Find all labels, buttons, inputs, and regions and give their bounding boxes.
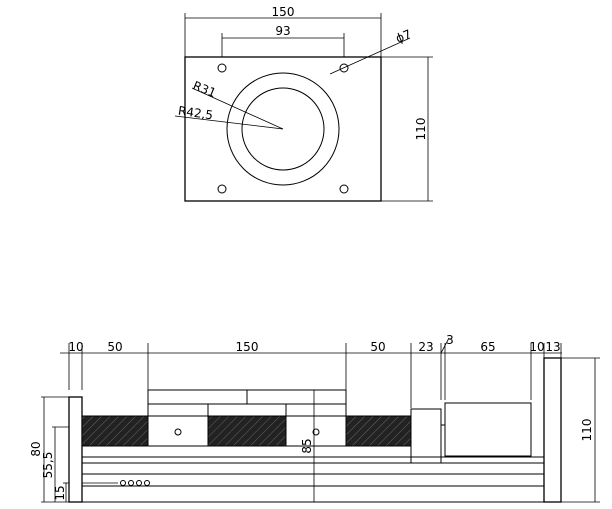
dim-top-50-left: 50 <box>107 340 122 354</box>
dim-left-80: 80 <box>29 441 43 456</box>
inner-radius-leader <box>191 87 284 130</box>
screw-segment-left <box>81 415 149 447</box>
motor-body <box>444 402 532 457</box>
dim-center-85: 85 <box>300 438 314 453</box>
inner-circle <box>241 87 325 171</box>
screw-segment-right <box>345 415 412 447</box>
dim-left-55-5: 55,5 <box>41 452 55 479</box>
right-end-plate <box>543 357 562 503</box>
top-view: 150 93 ϕ7 R31 R42,5 110 <box>174 5 433 202</box>
dim-left-15: 15 <box>53 485 67 500</box>
dim-hole-spacing-label: 93 <box>275 24 290 38</box>
mount-hole-top-right <box>339 63 349 73</box>
outer-circle <box>226 72 340 186</box>
dim-top-3: 3 <box>446 333 454 347</box>
hole-diameter-leader <box>329 37 411 75</box>
mount-hole-bottom-right <box>339 184 349 194</box>
side-view: 10 50 150 50 23 3 65 10 13 <box>29 333 600 503</box>
carriage-block-left <box>147 403 209 447</box>
inner-radius-label: R31 <box>191 78 218 100</box>
coupling-block <box>410 408 442 464</box>
outer-radius-label: R42,5 <box>177 104 214 123</box>
dim-top-13: 13 <box>545 340 560 354</box>
dim-width-label: 150 <box>272 5 295 19</box>
dim-height-label: 110 <box>414 118 428 141</box>
outer-radius-leader <box>174 115 284 130</box>
dim-top-150: 150 <box>236 340 259 354</box>
screw-segment-middle <box>207 415 287 447</box>
left-end-plate <box>68 396 83 503</box>
dim-right-110: 110 <box>580 419 594 442</box>
hole-diameter-label: ϕ7 <box>394 27 414 46</box>
dim-top-65: 65 <box>480 340 495 354</box>
dim-top-50-right: 50 <box>370 340 385 354</box>
mount-hole-top-left <box>217 63 227 73</box>
dim-top-10-right: 10 <box>529 340 544 354</box>
dim-top-23: 23 <box>418 340 433 354</box>
dim-top-10-left: 10 <box>68 340 83 354</box>
mount-hole-bottom-left <box>217 184 227 194</box>
top-plate-outline <box>184 56 382 202</box>
carriage-block-right <box>285 403 347 447</box>
